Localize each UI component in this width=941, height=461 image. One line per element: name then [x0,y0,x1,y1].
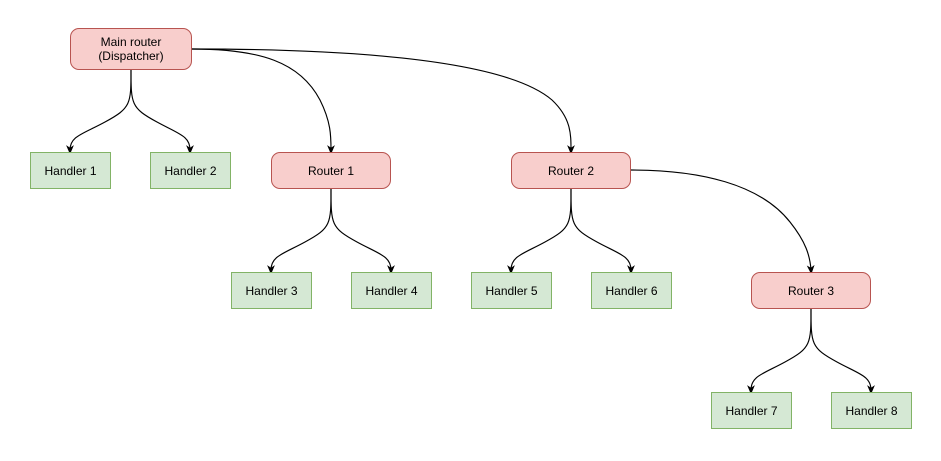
node-label-handler-8: Handler 8 [845,403,898,418]
node-label-handler-2: Handler 2 [164,163,217,178]
node-router-1[interactable]: Router 1 [271,152,391,189]
edge-main-to-handler-1 [66,69,132,155]
node-handler-8[interactable]: Handler 8 [831,392,912,429]
node-label-handler-1: Handler 1 [44,163,97,178]
node-handler-6[interactable]: Handler 6 [591,272,672,309]
node-handler-2[interactable]: Handler 2 [150,152,231,189]
edge-main-to-handler-2 [130,69,194,155]
node-handler-3[interactable]: Handler 3 [231,272,312,309]
node-router-3[interactable]: Router 3 [751,272,871,309]
node-router-2[interactable]: Router 2 [511,152,631,189]
edge-router-3-to-handler-8 [810,308,875,395]
edge-router-2-to-handler-6 [570,188,635,275]
node-handler-4[interactable]: Handler 4 [351,272,432,309]
node-main-router[interactable]: Main router (Dispatcher) [70,28,192,70]
node-handler-1[interactable]: Handler 1 [30,152,111,189]
node-label-handler-5: Handler 5 [485,283,538,298]
edge-router-2-to-handler-5 [507,188,572,275]
node-label-handler-4: Handler 4 [365,283,418,298]
edge-router-2-to-router-3 [630,169,815,275]
node-label-handler-7: Handler 7 [725,403,778,418]
node-label-router-2: Router 2 [547,163,595,178]
node-label-handler-6: Handler 6 [605,283,658,298]
node-handler-7[interactable]: Handler 7 [711,392,792,429]
node-label-main-router: Main router (Dispatcher) [98,35,164,63]
edge-router-1-to-handler-3 [267,188,332,275]
edge-main-to-router-2 [191,48,575,155]
node-handler-5[interactable]: Handler 5 [471,272,552,309]
edge-router-1-to-handler-4 [330,188,395,275]
node-label-router-1: Router 1 [307,163,355,178]
edge-main-to-router-1 [191,48,335,155]
node-label-handler-3: Handler 3 [245,283,298,298]
edge-router-3-to-handler-7 [747,308,812,395]
node-label-router-3: Router 3 [787,283,835,298]
